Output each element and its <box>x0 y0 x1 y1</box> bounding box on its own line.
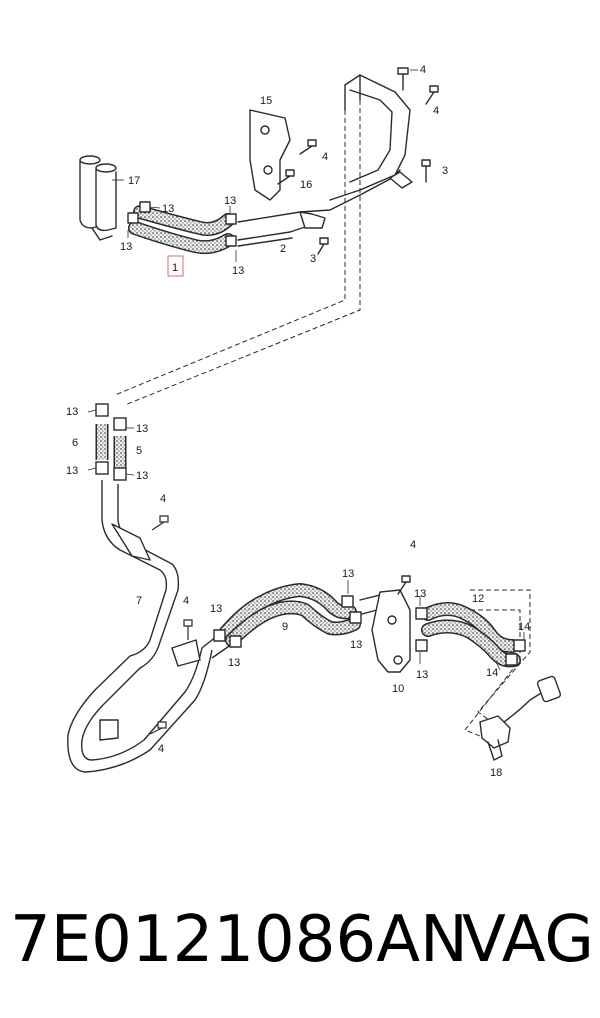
callout-label-4: 4 <box>410 539 416 551</box>
callout-label-13: 13 <box>162 203 174 215</box>
callout-label-2: 2 <box>280 243 286 255</box>
callout-label-13: 13 <box>342 568 354 580</box>
callout-label-4: 4 <box>433 105 439 117</box>
part-17-pipe-stubs <box>79 155 117 241</box>
callout-label-15: 15 <box>260 95 272 107</box>
callout-label-18: 18 <box>490 767 502 779</box>
part-number: 7E0121086AN <box>10 903 468 977</box>
callout-label-4: 4 <box>322 151 328 163</box>
bottom-right-assembly <box>213 575 562 761</box>
part-15-bracket <box>249 109 291 201</box>
callout-label-3: 3 <box>310 253 316 265</box>
callout-label-3: 3 <box>442 165 448 177</box>
callout-labels: 17 13 13 1 13 13 2 3 15 4 16 4 4 3 13 13… <box>66 64 530 779</box>
callout-label-13: 13 <box>224 195 236 207</box>
brand-name: VAG <box>462 903 594 977</box>
callout-label-9: 9 <box>282 621 288 633</box>
callout-label-14: 14 <box>518 621 530 633</box>
part-7-long-pipe <box>67 480 233 773</box>
dashed-connection-lines <box>114 100 531 741</box>
callout-label-4: 4 <box>420 64 426 76</box>
leader-lines <box>87 69 525 671</box>
callout-label-4: 4 <box>160 493 166 505</box>
bolts-top <box>277 67 439 255</box>
callout-label-13: 13 <box>228 657 240 669</box>
callout-label-4: 4 <box>183 595 189 607</box>
callout-label-13: 13 <box>136 470 148 482</box>
callout-label-1: 1 <box>172 262 178 274</box>
frame-bracket <box>329 74 411 201</box>
callout-label-13: 13 <box>350 639 362 651</box>
callout-label-13: 13 <box>66 465 78 477</box>
callout-label-5: 5 <box>136 445 142 457</box>
callout-label-7: 7 <box>136 595 142 607</box>
callout-label-13: 13 <box>414 588 426 600</box>
part-18-sensor <box>479 675 562 761</box>
footer: 7E0121086AN VAG <box>0 895 600 985</box>
part-10-bracket <box>371 589 411 673</box>
middle-hoses <box>95 403 127 481</box>
top-assembly <box>79 67 439 255</box>
callout-label-13: 13 <box>210 603 222 615</box>
callout-label-16: 16 <box>300 179 312 191</box>
callout-label-13: 13 <box>232 265 244 277</box>
callout-label-4: 4 <box>158 743 164 755</box>
callout-label-13: 13 <box>66 406 78 418</box>
callout-label-13: 13 <box>120 241 132 253</box>
highlight-box-part-1 <box>167 255 184 277</box>
callout-label-13: 13 <box>416 669 428 681</box>
bolts-middle <box>149 515 193 735</box>
callout-label-10: 10 <box>392 683 404 695</box>
callout-label-17: 17 <box>128 175 140 187</box>
callout-label-12: 12 <box>472 593 484 605</box>
callout-label-14: 14 <box>486 667 498 679</box>
callout-label-13: 13 <box>136 423 148 435</box>
callout-label-6: 6 <box>72 437 78 449</box>
